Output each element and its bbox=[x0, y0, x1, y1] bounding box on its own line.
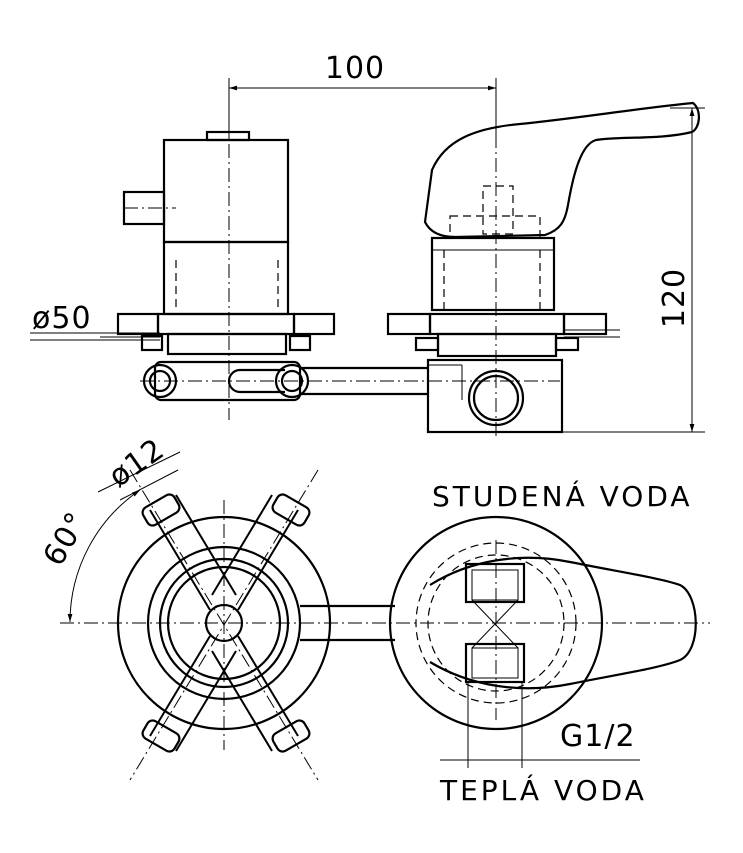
hot-water-label: TEPLÁ VODA bbox=[439, 773, 647, 807]
dim-height-label: 120 bbox=[657, 268, 692, 328]
left-valve-plan bbox=[60, 469, 710, 781]
dimension-width: 100 bbox=[228, 51, 497, 140]
plan-view: STUDENÁ VODA ø12 60° bbox=[37, 432, 710, 807]
connecting-pipe-plan bbox=[300, 604, 395, 642]
dimension-pipe: ø12 bbox=[97, 432, 181, 501]
connecting-pipe-elevation bbox=[300, 366, 428, 396]
dim-angle-label: 60° bbox=[37, 506, 95, 572]
dimension-flange: ø50 bbox=[30, 301, 160, 341]
right-valve-elevation bbox=[386, 101, 700, 440]
dim-thread-label: G1/2 bbox=[560, 719, 636, 754]
elevation-view: 100 120 ø50 bbox=[30, 51, 705, 440]
dimension-height: 120 bbox=[560, 107, 705, 433]
left-valve-elevation bbox=[100, 120, 560, 420]
dim-width-label: 100 bbox=[325, 51, 385, 86]
right-valve-plan: G1/2 bbox=[388, 515, 697, 768]
dimension-angle: 60° bbox=[37, 489, 141, 623]
cold-water-label: STUDENÁ VODA bbox=[432, 479, 693, 513]
dim-flange-label: ø50 bbox=[32, 301, 92, 336]
